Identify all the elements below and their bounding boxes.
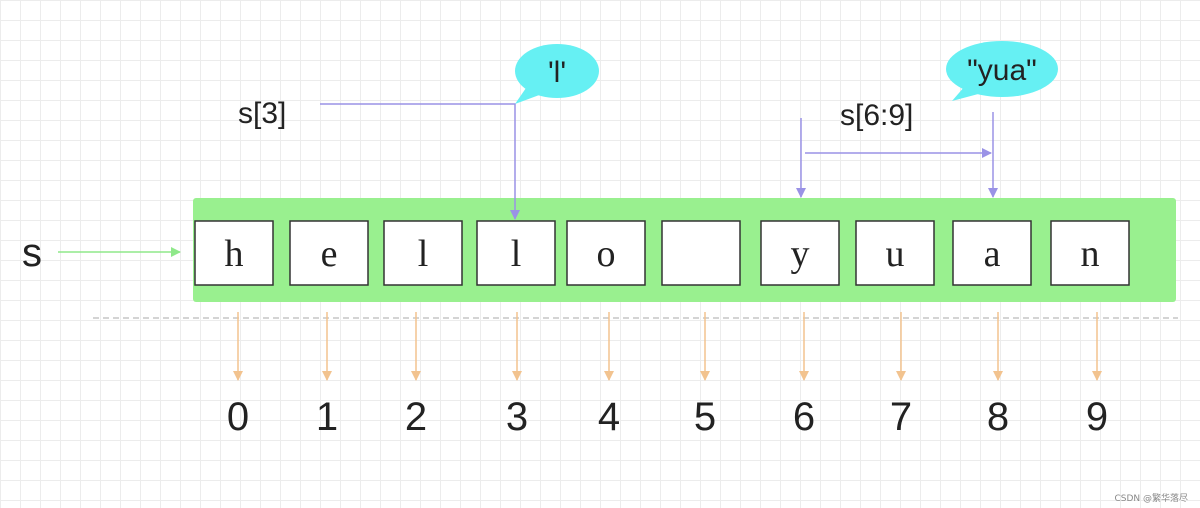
slice-result-bubble: "yua" bbox=[946, 41, 1058, 101]
slice-access-label: s[6:9] bbox=[840, 99, 913, 132]
character-cell-box bbox=[383, 220, 463, 286]
character-cell-box bbox=[289, 220, 369, 286]
character-cell-box bbox=[476, 220, 556, 286]
character-cell: n bbox=[1050, 220, 1130, 286]
index-number: 0 bbox=[227, 395, 249, 439]
index-result-text: 'l' bbox=[548, 56, 566, 89]
character-cell: o bbox=[566, 220, 646, 286]
index-number: 6 bbox=[793, 395, 815, 439]
index-number: 9 bbox=[1086, 395, 1108, 439]
index-number: 2 bbox=[405, 395, 427, 439]
character-value: h bbox=[225, 233, 244, 275]
character-cell: e bbox=[289, 220, 369, 286]
character-value: e bbox=[321, 233, 338, 275]
character-cell: a bbox=[952, 220, 1032, 286]
character-value: l bbox=[511, 233, 522, 275]
index-number: 4 bbox=[598, 395, 620, 439]
index-result-bubble: 'l' bbox=[515, 44, 599, 104]
character-cell: h bbox=[194, 220, 274, 286]
character-value: u bbox=[886, 233, 905, 275]
character-value: y bbox=[791, 233, 810, 275]
character-cell-box bbox=[952, 220, 1032, 286]
character-cell: y bbox=[760, 220, 840, 286]
character-cell-box bbox=[1050, 220, 1130, 286]
character-value: n bbox=[1081, 233, 1100, 275]
character-cell-box bbox=[760, 220, 840, 286]
character-value: a bbox=[984, 233, 1001, 275]
character-cell bbox=[661, 220, 741, 286]
string-variable-label: s bbox=[22, 231, 42, 275]
character-cell: u bbox=[855, 220, 935, 286]
character-cell-box bbox=[194, 220, 274, 286]
character-cell: l bbox=[383, 220, 463, 286]
index-number: 7 bbox=[890, 395, 912, 439]
index-number: 1 bbox=[316, 395, 338, 439]
index-row: 0 1 2 3 4 5 6 7 8 9 bbox=[227, 312, 1108, 439]
character-cell: l bbox=[476, 220, 556, 286]
character-cell-box bbox=[661, 220, 741, 286]
slice-result-text: "yua" bbox=[967, 54, 1037, 87]
index-access-label: s[3] bbox=[238, 97, 286, 130]
character-cell-box bbox=[855, 220, 935, 286]
index-number: 5 bbox=[694, 395, 716, 439]
character-value: l bbox=[418, 233, 429, 275]
character-cell-box bbox=[566, 220, 646, 286]
index-number: 8 bbox=[987, 395, 1009, 439]
watermark: CSDN @繁华落尽 bbox=[1114, 494, 1188, 504]
character-value: o bbox=[597, 233, 616, 275]
index-number: 3 bbox=[506, 395, 528, 439]
